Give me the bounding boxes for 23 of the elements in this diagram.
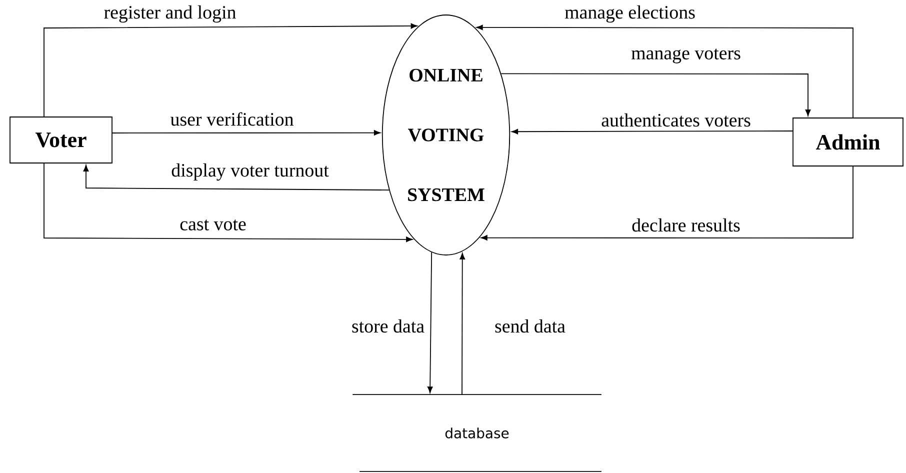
arrow: [83, 164, 390, 190]
edge-label: user verification: [169, 111, 295, 127]
arrow: [500, 73, 811, 116]
edge-label: register and login: [102, 4, 238, 24]
entity-box: Admin: [792, 118, 904, 166]
edge-label: manage voters: [630, 48, 742, 64]
arrow: [427, 252, 433, 394]
edge-label: declare results: [630, 217, 742, 233]
edge-label: cast vote: [178, 218, 248, 232]
edge-label: display voter turnout: [170, 162, 330, 182]
edge-label: send data: [494, 318, 566, 334]
arrow: [44, 23, 418, 117]
arrow: [44, 163, 413, 242]
entity-box: Voter: [10, 116, 112, 164]
edge-label: store data: [350, 318, 426, 334]
arrow: [511, 128, 793, 134]
edge-label: manage elections: [564, 4, 696, 24]
arrow: [460, 252, 466, 395]
arrow: [112, 130, 381, 136]
data-store: database: [352, 394, 602, 472]
edge-label: authenticates voters: [600, 112, 752, 128]
arrow: [476, 24, 854, 118]
arrow: [480, 166, 854, 240]
